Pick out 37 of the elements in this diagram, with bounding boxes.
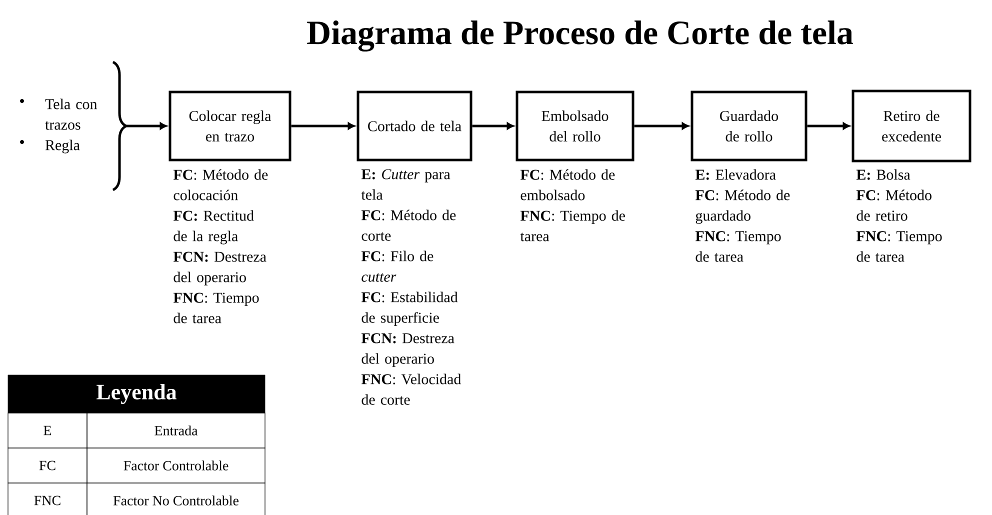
title: Diagrama de Proceso de Corte de tela — [307, 20, 853, 52]
process-box: Retiro de excedente — [852, 90, 972, 162]
arrow — [634, 122, 689, 130]
factor-text: FNC: Tiempo de tarea — [520, 210, 625, 242]
factor-text: FC: Método de colocación — [173, 169, 268, 200]
factor-text: FC: Método de guardado — [695, 190, 790, 224]
factor-text: FCN: Destreza del operario — [173, 252, 266, 286]
factor-text: E: Bolsa — [856, 169, 910, 180]
table-cell: FC — [8, 448, 88, 484]
table-cell: E — [8, 412, 88, 448]
factor-text: FNC: Tiempo de tarea — [856, 231, 942, 262]
process-box: Cortado de tela — [356, 90, 472, 162]
factor-text: FNC: Velocidad de corte — [361, 374, 461, 405]
factor-text: FC: Método de embolsado — [520, 169, 615, 200]
process-box: Colocar regla en trazo — [168, 90, 292, 162]
factor-text: FNC: Tiempo de tarea — [695, 231, 781, 262]
factor-text: FC: Método de retiro — [856, 190, 932, 221]
factor-text: FCN: Destreza del operario — [361, 333, 454, 367]
table-cell: Factor No Controlable — [86, 482, 266, 515]
arrow — [126, 122, 167, 130]
table-cell: Factor Controlable — [86, 448, 266, 484]
bullet-list: Tela con trazos Regla — [45, 98, 98, 154]
factor-text: E: Elevadora — [695, 169, 776, 180]
factor-text: FC: Filo de cutter — [361, 250, 434, 282]
factor-text: FC: Estabilidad de superficie — [361, 292, 458, 326]
table-cell: FNC — [8, 482, 88, 515]
factor-text: FNC: Tiempo de tarea — [173, 292, 259, 324]
table-cell: Entrada — [86, 412, 266, 448]
process-box: Guardado de rollo — [690, 90, 808, 162]
table-header: Leyenda — [8, 374, 266, 414]
arrow — [472, 122, 514, 130]
arrow — [291, 122, 355, 130]
factor-text: E: Cutter para tela — [361, 169, 450, 200]
process-box: Embolsado del rollo — [516, 90, 634, 162]
factor-text: FC: Rectitud de la regla — [173, 210, 254, 244]
arrow — [807, 122, 850, 130]
factor-text: FC: Método de corte — [361, 210, 456, 241]
